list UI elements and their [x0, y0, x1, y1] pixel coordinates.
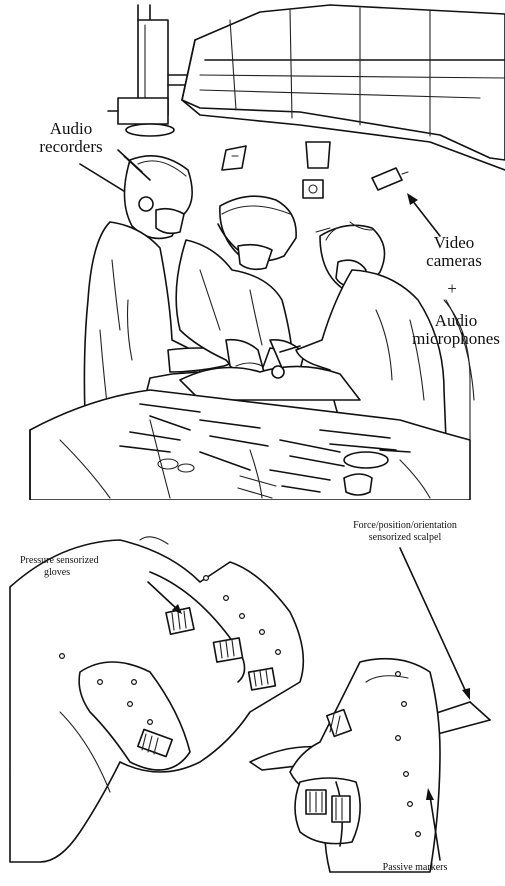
scalpel-label: Force/position/orientation sensorized sc…: [330, 520, 480, 543]
audio-microphones-label: Audio microphones: [410, 312, 502, 348]
pressure-gloves-label: Pressure sensorized gloves: [20, 555, 138, 578]
video-cameras-arrow: [407, 193, 440, 236]
audio-recorders-line1: Audio: [30, 120, 112, 138]
pressure-gloves-line1: Pressure sensorized: [20, 555, 138, 567]
video-cameras-label: Video cameras: [418, 234, 490, 270]
scalpel-line1: Force/position/orientation: [330, 520, 480, 532]
audio-microphones-line1: Audio: [410, 312, 502, 330]
right-gloved-hand: [290, 659, 440, 872]
video-cameras-line2: cameras: [418, 252, 490, 270]
plus-sign: +: [440, 280, 464, 298]
audio-recorders-label: Audio recorders: [30, 120, 112, 156]
pressure-gloves-line2: gloves: [20, 567, 138, 579]
audio-recorders-line2: recorders: [30, 138, 112, 156]
passive-markers-label: Passive markers: [360, 862, 470, 874]
scalpel-line2: sensorized scalpel: [330, 532, 480, 544]
ceiling-camera-3: [372, 168, 408, 190]
video-cameras-line1: Video: [418, 234, 490, 252]
ceiling-camera-1: [222, 146, 246, 170]
left-gloved-hand: [10, 537, 303, 862]
audio-microphones-line2: microphones: [410, 330, 502, 348]
operating-lamp: [182, 5, 505, 170]
ceiling-camera-2: [303, 142, 330, 198]
